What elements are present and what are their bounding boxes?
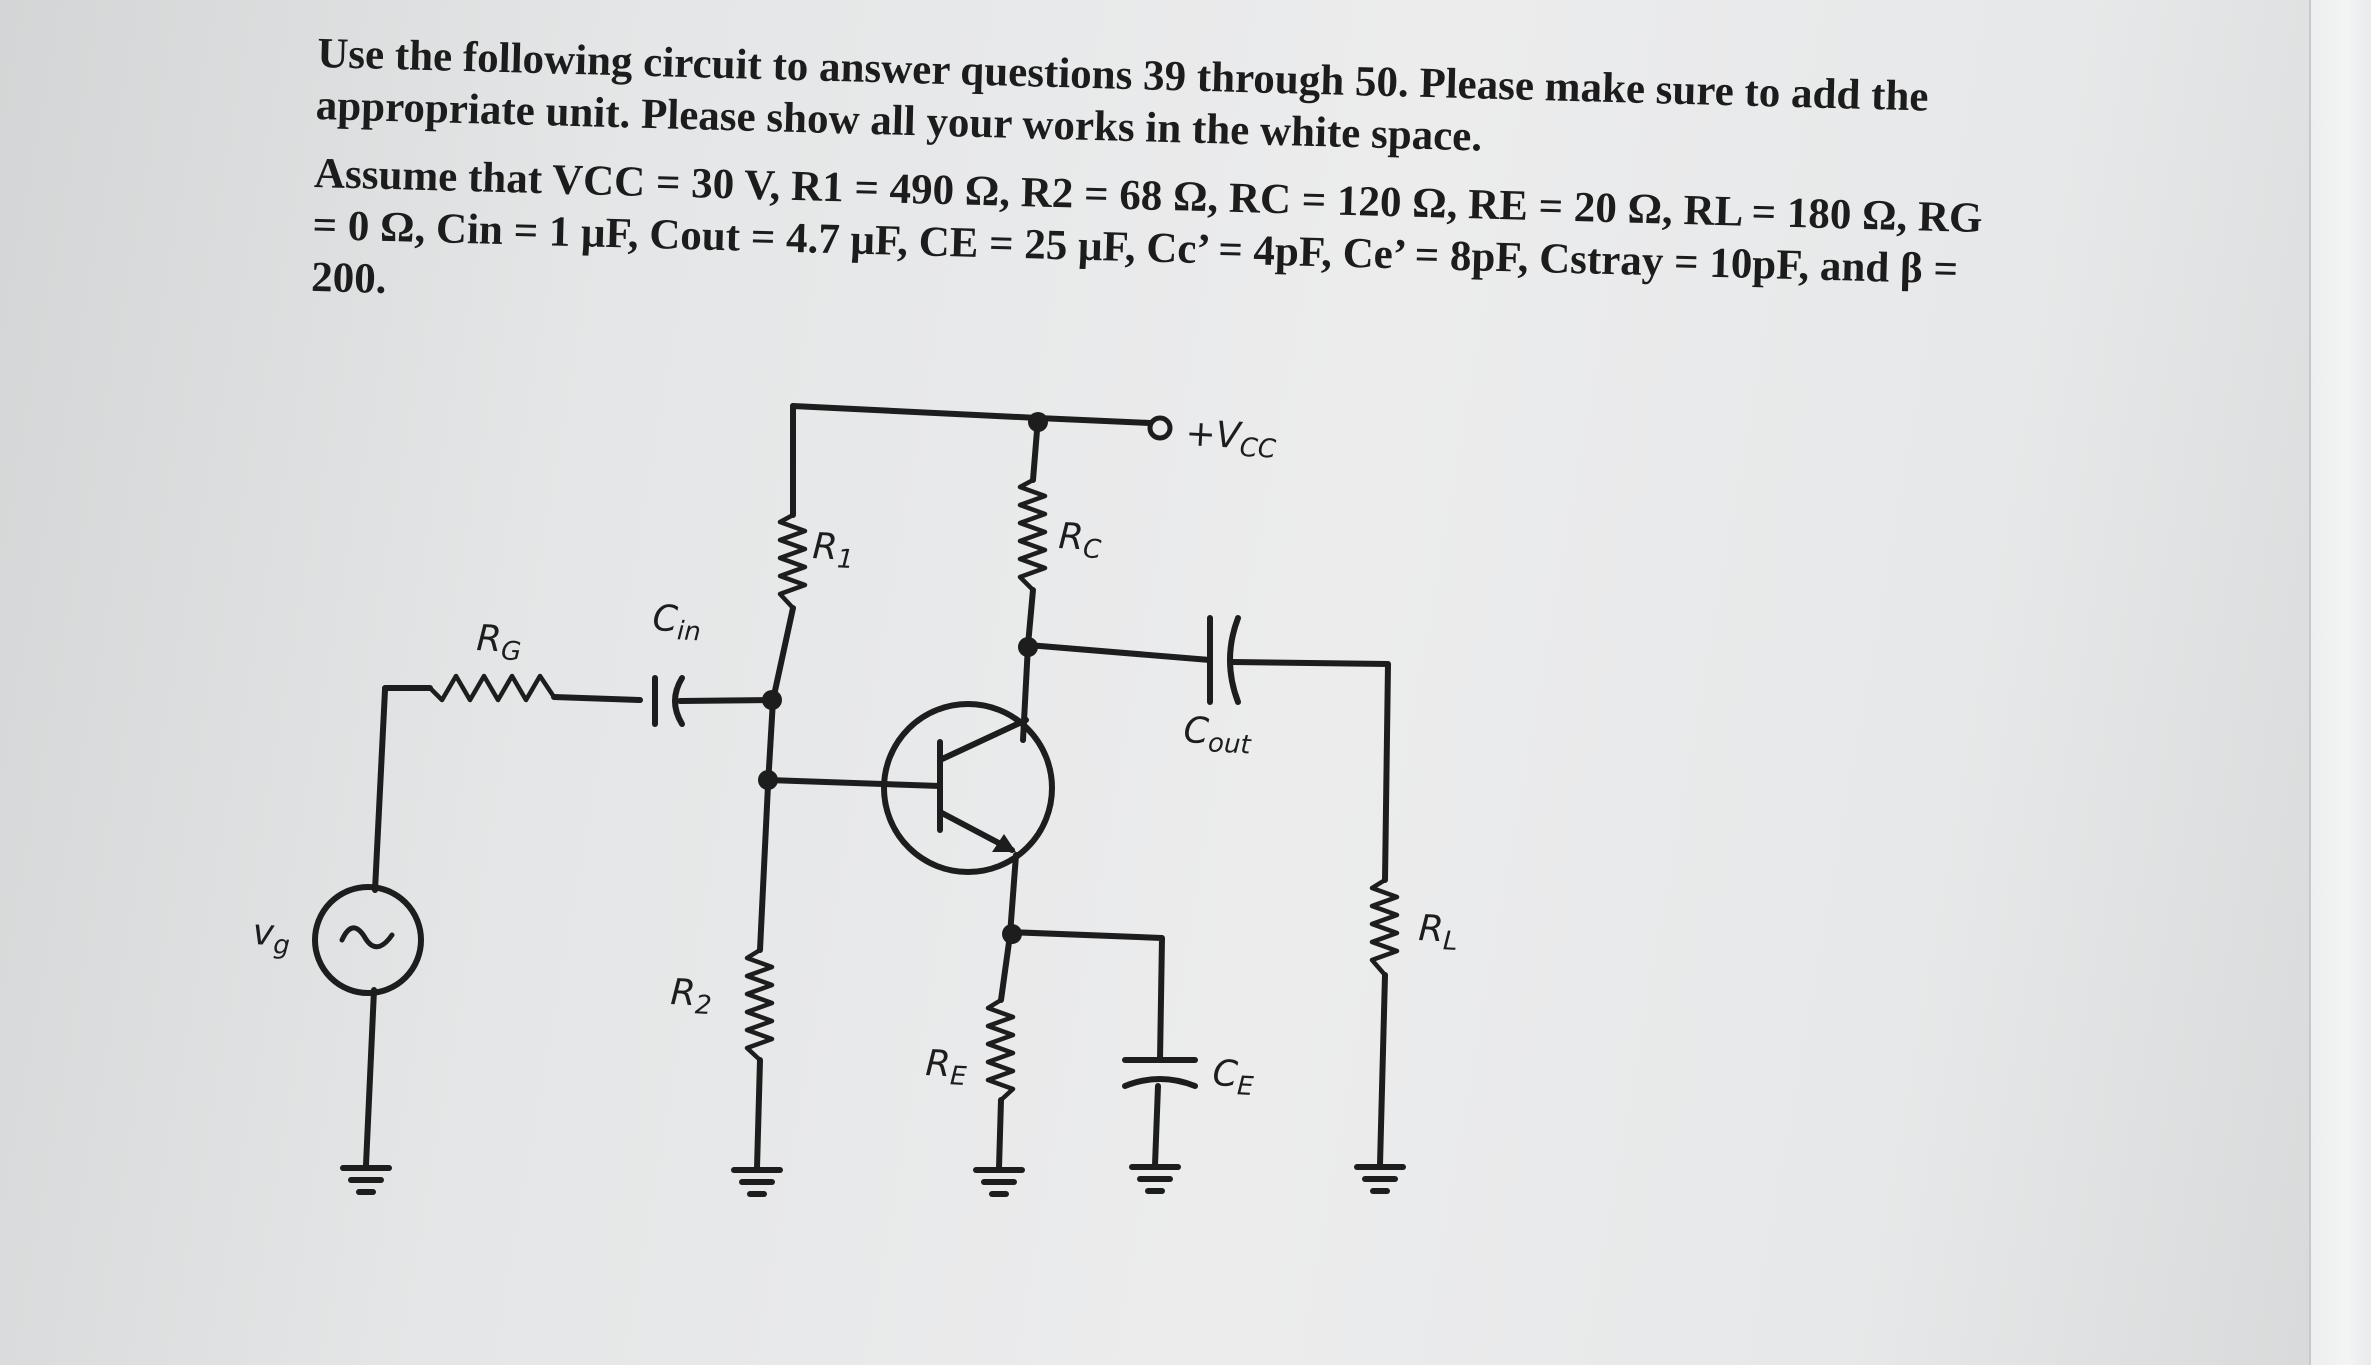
resistor-zigzags [428, 478, 1400, 1102]
ground-icon [1354, 1164, 1406, 1194]
ground-icon [973, 1167, 1025, 1197]
wires [363, 403, 1391, 1171]
rg-label: RG [475, 618, 523, 667]
ground-icon [1129, 1164, 1181, 1194]
underlying-page-edge [2309, 0, 2371, 1365]
ground-icon [340, 1165, 392, 1195]
ce-label: CE [1211, 1053, 1256, 1102]
rl-label: RL [1417, 908, 1459, 957]
re-label: RE [924, 1043, 968, 1092]
r1-label: R1 [811, 526, 855, 575]
vcc-terminal [1147, 415, 1173, 441]
r2-label: R2 [669, 972, 713, 1021]
vcc-label: +VCC [1184, 413, 1278, 465]
ground-symbols [340, 1164, 1406, 1197]
ground-icon [731, 1167, 783, 1197]
rc-label: RC [1057, 516, 1103, 565]
junction-dots [758, 412, 1048, 944]
cin-label: Cin [651, 598, 702, 647]
transistor [881, 701, 1055, 875]
cout-label: Cout [1182, 710, 1253, 761]
vg-label: vg [251, 912, 291, 961]
component-labels: +VCC R1 RC RG Cin Cout vg R2 RE CE RL [251, 413, 1459, 1102]
signal-source [312, 884, 424, 996]
capacitor-plates [652, 615, 1241, 1089]
